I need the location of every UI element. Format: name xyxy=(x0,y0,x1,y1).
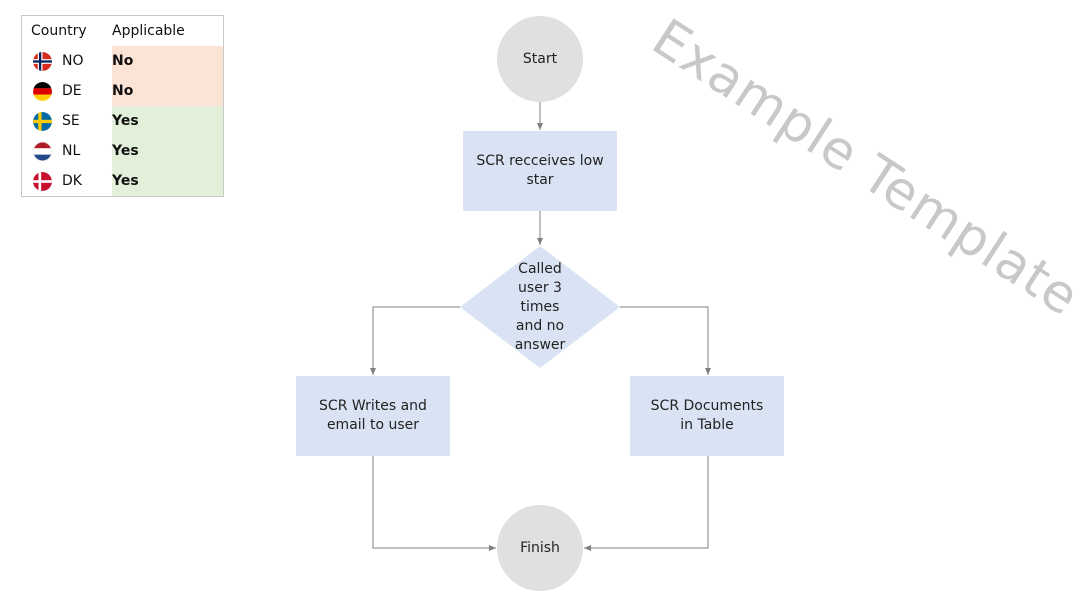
header-country: Country xyxy=(31,23,87,39)
decision-label: Called user 3 times and no answer xyxy=(514,260,566,353)
country-code: DK xyxy=(62,173,82,189)
connector-email-finish xyxy=(372,456,496,551)
header-applicable: Applicable xyxy=(112,23,185,39)
country-code: NL xyxy=(62,143,81,159)
applicable-cell: Yes xyxy=(112,166,223,196)
email-label: SCR Writes and email to user xyxy=(319,398,427,433)
decision-node xyxy=(460,246,620,368)
country-table: Country Applicable NO No xyxy=(21,15,224,197)
country-code: SE xyxy=(62,113,80,129)
finish-label: Finish xyxy=(520,539,560,556)
country-code: DE xyxy=(62,83,82,99)
applicable-cell: No xyxy=(112,46,223,76)
sweden-flag-icon xyxy=(33,111,52,131)
table-row: SE Yes xyxy=(22,106,223,136)
connector-decision-email xyxy=(370,306,460,375)
applicable-cell: Yes xyxy=(112,106,223,136)
start-label: Start xyxy=(522,50,558,67)
finish-node xyxy=(497,505,583,591)
netherlands-flag-icon xyxy=(33,141,52,161)
country-code: NO xyxy=(62,53,84,69)
start-node xyxy=(497,16,583,102)
table-header: Country Applicable xyxy=(22,16,223,46)
table-row: NO No xyxy=(22,46,223,76)
norway-flag-icon xyxy=(33,51,52,71)
table-row: DE No xyxy=(22,76,223,106)
denmark-flag-icon xyxy=(33,171,52,191)
table-row: NL Yes xyxy=(22,136,223,166)
applicable-cell: Yes xyxy=(112,136,223,166)
connector-document-finish xyxy=(584,456,709,551)
receive-label: SCR recceives low star xyxy=(476,153,604,188)
applicable-cell: No xyxy=(112,76,223,106)
document-label: SCR Documents in Table xyxy=(650,398,764,433)
connector-decision-document xyxy=(620,306,711,375)
process-node-document xyxy=(630,376,784,456)
germany-flag-icon xyxy=(33,81,52,101)
process-node-receive xyxy=(463,131,617,211)
table-row: DK Yes xyxy=(22,166,223,196)
process-node-email xyxy=(296,376,450,456)
